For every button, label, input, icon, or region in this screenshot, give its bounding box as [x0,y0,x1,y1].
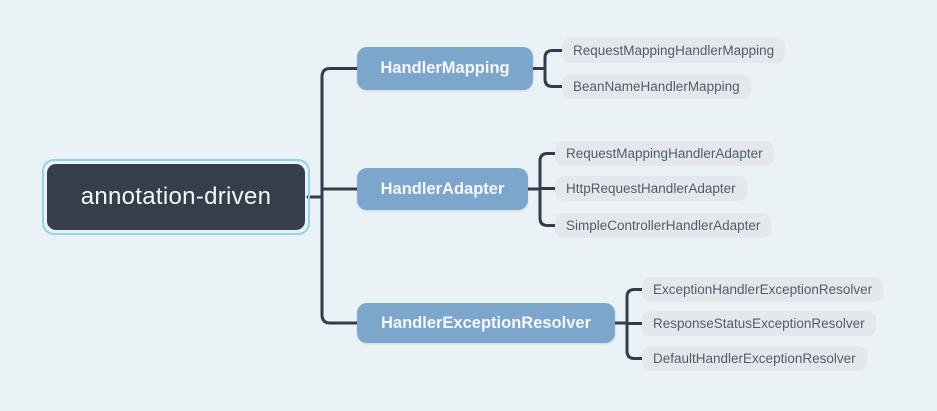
branch-node-handler-mapping[interactable]: HandlerMapping [357,47,533,90]
leaf-node-bean-name-handler-mapping[interactable]: BeanNameHandlerMapping [562,74,751,99]
connector-trunk-handler-exception-resolver [320,195,359,325]
leaf-node-request-mapping-handler-adapter[interactable]: RequestMappingHandlerAdapter [555,141,774,166]
leaf-node-exception-handler-exception-resolver[interactable]: ExceptionHandlerExceptionResolver [642,277,884,302]
connector-handler-exception-resolver-child-1 [625,288,644,325]
connector-handler-adapter-child-1 [538,152,557,191]
leaf-node-simple-controller-handler-adapter[interactable]: SimpleControllerHandlerAdapter [555,213,772,238]
connector-handler-exception-resolver-child-3 [625,321,644,360]
connector-trunk-handler-mapping [320,67,359,199]
connector-handler-adapter-child-3 [538,187,557,227]
connector-handler-mapping-child-1 [543,49,564,70]
connector-handler-mapping-child-2 [543,67,564,88]
branch-node-handler-adapter[interactable]: HandlerAdapter [357,168,528,210]
leaf-node-request-mapping-handler-mapping[interactable]: RequestMappingHandlerMapping [562,38,786,63]
branch-node-handler-exception-resolver[interactable]: HandlerExceptionResolver [357,303,615,343]
leaf-node-response-status-exception-resolver[interactable]: ResponseStatusExceptionResolver [642,311,876,336]
root-node-annotation-driven[interactable]: annotation-driven [47,164,305,230]
leaf-node-default-handler-exception-resolver[interactable]: DefaultHandlerExceptionResolver [642,346,867,371]
selection-outline: annotation-driven [42,159,310,235]
leaf-node-http-request-handler-adapter[interactable]: HttpRequestHandlerAdapter [555,176,747,201]
